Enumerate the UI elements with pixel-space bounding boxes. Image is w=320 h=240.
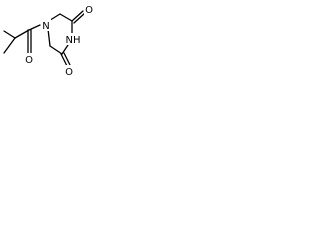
atom-nh-ring: NH bbox=[66, 35, 81, 46]
atom-o-ring-bottom: O bbox=[65, 67, 73, 78]
bond-ch2-n bbox=[47, 28, 51, 47]
atom-o-ring-top: O bbox=[85, 5, 93, 16]
atom-o-acyl: O bbox=[25, 55, 33, 66]
bond-methyl-top bbox=[3, 30, 16, 39]
bond-c-top-c-right bbox=[59, 13, 73, 22]
molecule-structure: O N O NH O bbox=[3, 3, 94, 78]
bond-ring-carbonyl-bottom-b bbox=[63, 52, 71, 66]
bond-ch-carbonyl bbox=[14, 29, 30, 39]
bond-ring-carbonyl-top-a bbox=[71, 10, 84, 22]
bond-carbonyl-n bbox=[28, 24, 41, 31]
atom-n-ring: N bbox=[42, 21, 49, 32]
bond-ring-carbonyl-bottom-a bbox=[60, 53, 68, 67]
bond-methyl-bottom bbox=[3, 37, 16, 54]
bond-c-bottom-ch2 bbox=[49, 45, 63, 55]
bond-ring-carbonyl-top-b bbox=[73, 12, 86, 24]
